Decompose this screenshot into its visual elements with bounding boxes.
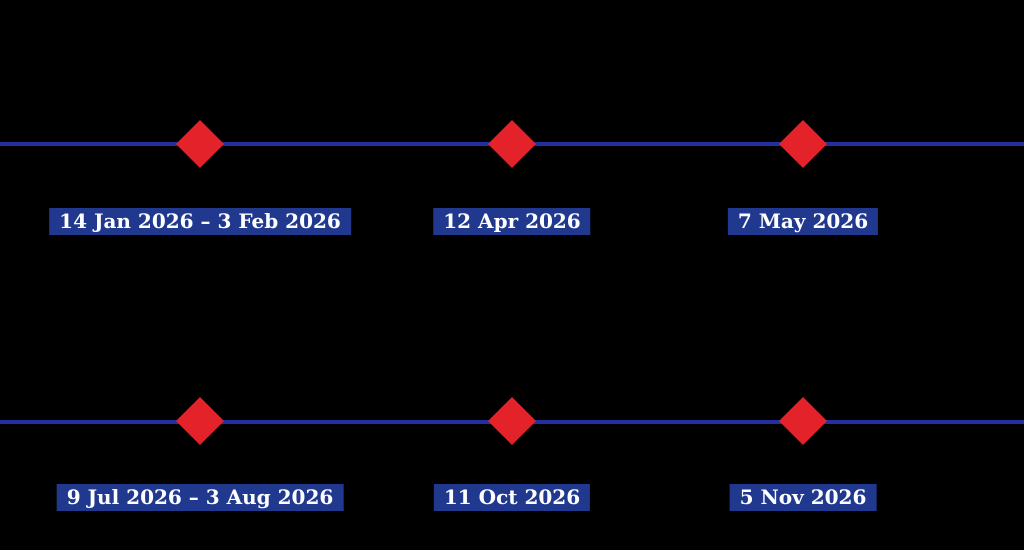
event-date-label: 7 May 2026 xyxy=(727,208,879,235)
event-diamond-icon xyxy=(487,396,537,446)
event-diamond-icon xyxy=(778,119,828,169)
event-date-label: 12 Apr 2026 xyxy=(433,208,591,235)
event-diamond-icon xyxy=(175,396,225,446)
event-diamond-icon xyxy=(778,396,828,446)
event-date-label: 9 Jul 2026 – 3 Aug 2026 xyxy=(56,484,344,511)
event-date-label: 14 Jan 2026 – 3 Feb 2026 xyxy=(49,208,351,235)
event-diamond-icon xyxy=(487,119,537,169)
event-date-label: 11 Oct 2026 xyxy=(433,484,591,511)
event-date-label: 5 Nov 2026 xyxy=(729,484,877,511)
event-diamond-icon xyxy=(175,119,225,169)
